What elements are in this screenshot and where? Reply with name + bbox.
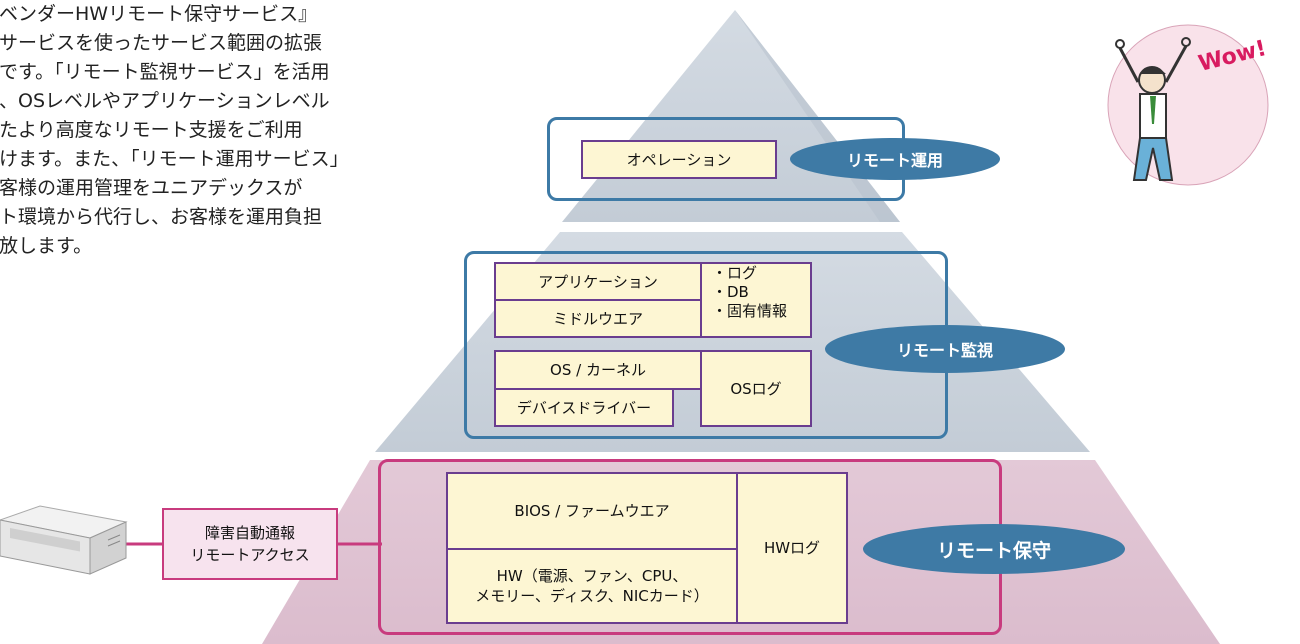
hardware-cell: HW（電源、ファン、CPU、 メモリー、ディスク、NICカード） xyxy=(446,548,738,624)
info-line: ・固有情報 xyxy=(712,302,788,320)
os-log-cell: OSログ xyxy=(700,350,812,427)
auto-report-label: 障害自動通報 xyxy=(204,524,295,542)
operation-cell: オペレーション xyxy=(581,140,777,179)
hardware-line: HW（電源、ファン、CPU、 xyxy=(496,567,688,585)
remote-access-label: リモートアクセス xyxy=(190,546,310,564)
intro-line: 解放します。 xyxy=(0,235,93,257)
info-line: ・DB xyxy=(712,283,749,301)
device-driver-cell: デバイスドライバー xyxy=(494,388,674,427)
server-device-icon xyxy=(0,505,128,575)
intro-line: ば、OSレベルやアプリケーションレベル xyxy=(0,90,330,112)
intro-line: のサービスを使ったサービス範囲の拡張 xyxy=(0,32,323,54)
intro-line: めたより高度なリモート支援をご利用 xyxy=(0,119,303,141)
os-kernel-cell: OS / カーネル xyxy=(494,350,702,390)
wow-badge xyxy=(1107,24,1269,186)
remote-monitoring-pill: リモート監視 xyxy=(825,325,1065,373)
bios-firmware-cell: BIOS / ファームウエア xyxy=(446,472,738,550)
remote-maintenance-pill: リモート保守 xyxy=(863,524,1125,574)
intro-line: 能です。「リモート監視サービス」を活用 xyxy=(0,61,330,83)
log-info-cell: ・ログ ・DB ・固有情報 xyxy=(700,262,812,338)
hw-log-cell: HWログ xyxy=(736,472,848,624)
intro-line: チベンダーHWリモート保守サービス』 xyxy=(0,3,318,25)
intro-line: お客様の運用管理をユニアデックスが xyxy=(0,177,303,199)
hardware-line: メモリー、ディスク、NICカード） xyxy=(475,587,709,605)
application-cell: アプリケーション xyxy=(494,262,702,301)
intro-line: ート環境から代行し、お客様を運用負担 xyxy=(0,206,323,228)
intro-line: だけます。また、「リモート運用サービス」 xyxy=(0,148,349,170)
info-line: ・ログ xyxy=(712,264,758,282)
remote-operation-pill: リモート運用 xyxy=(790,138,1000,180)
middleware-cell: ミドルウエア xyxy=(494,299,702,338)
auto-report-remote-access-box: 障害自動通報 リモートアクセス xyxy=(162,508,338,580)
intro-paragraph: チベンダーHWリモート保守サービス』 のサービスを使ったサービス範囲の拡張 能で… xyxy=(0,0,410,261)
